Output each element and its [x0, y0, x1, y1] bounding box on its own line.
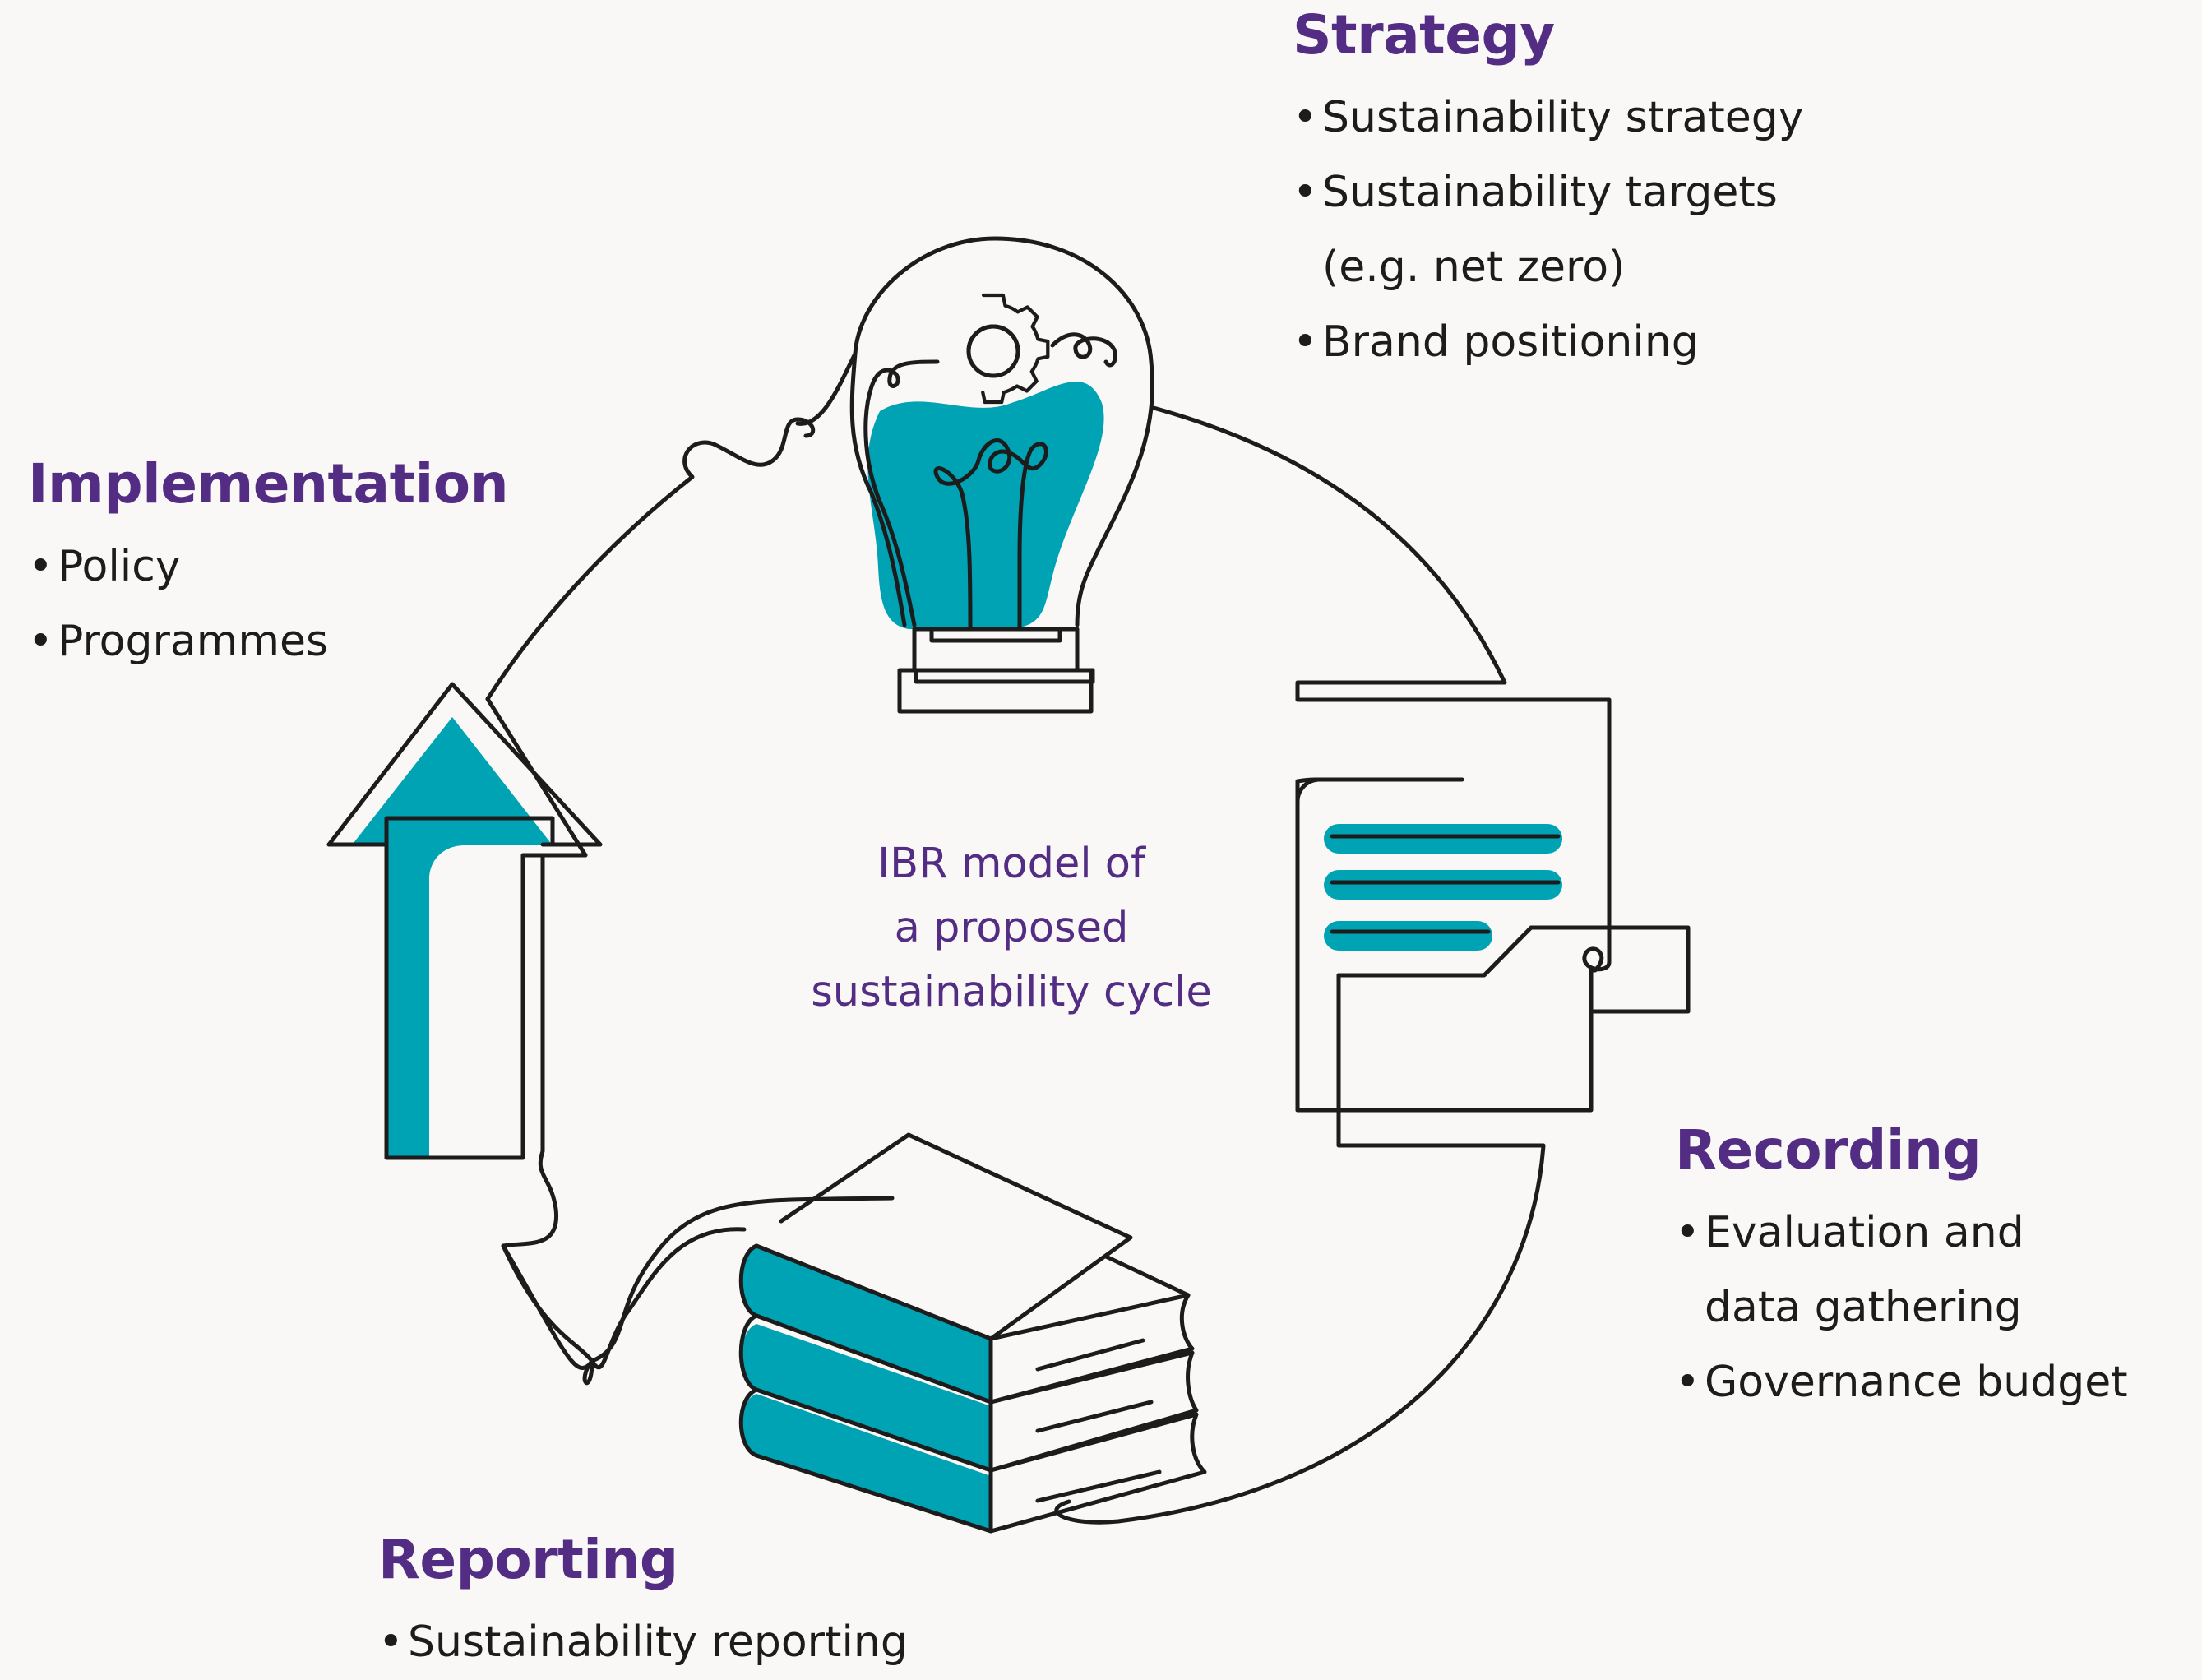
lightbulb-gear-icon	[849, 236, 1155, 714]
strategy-item: Brand positioning	[1293, 305, 1804, 380]
bulb-filament	[933, 438, 1048, 632]
gear-icon	[966, 293, 1050, 405]
caption-line: sustainability cycle	[811, 968, 1212, 1016]
strategy-section: Strategy Sustainability strategy Sustain…	[1293, 3, 1804, 381]
reporting-section: Reporting Sustainability reporting	[378, 1533, 908, 1680]
caption-line: IBR model of	[877, 840, 1145, 888]
bulb-liquid	[867, 382, 1104, 629]
book-spine-3	[741, 1394, 991, 1531]
strategy-item: Sustainability targets	[1293, 155, 1804, 230]
recording-item: Governance budget	[1675, 1345, 2128, 1420]
implementation-title: Implementation	[28, 452, 509, 516]
bulb-wire	[869, 332, 1117, 389]
strategy-item-continuation: (e.g. net zero)	[1322, 243, 1626, 292]
loose-sheet	[779, 1132, 1133, 1341]
strategy-item: Sustainability strategy	[1293, 81, 1804, 155]
center-caption: IBR model of a proposed sustainability c…	[740, 832, 1283, 1025]
arrow-fill	[354, 717, 553, 1158]
document-folder-icon	[1295, 777, 1691, 1113]
doc-line-3	[1324, 921, 1492, 951]
recording-item: Evaluation and	[1675, 1196, 2128, 1270]
bulb-base-bottom-inner	[914, 668, 1095, 684]
arc-reporting-tail	[501, 1243, 594, 1370]
bulb-outline	[849, 236, 1155, 627]
doc-line-2	[1324, 870, 1562, 900]
bulb-base-top-inner	[929, 627, 1062, 643]
reporting-item: Sustainability reporting	[378, 1605, 908, 1680]
folder-outline	[1336, 925, 1691, 1014]
arc-bulb-left-tail	[795, 351, 858, 426]
recording-title: Recording	[1675, 1118, 1982, 1182]
arc-reporting-to-implementation-2	[501, 853, 747, 1370]
implementation-list: Policy Programmes	[28, 530, 508, 679]
implementation-item: Programmes	[28, 604, 508, 679]
bulb-base-top	[912, 627, 1080, 673]
arrow-outline	[326, 682, 603, 858]
strategy-title: Strategy	[1293, 3, 1555, 67]
implementation-item: Policy	[28, 530, 508, 604]
bulb-inner-outline	[863, 384, 917, 627]
doc-outline	[1295, 777, 1464, 1113]
up-arrow-icon	[326, 682, 603, 1160]
reporting-list: Sustainability reporting	[378, 1605, 908, 1680]
arc-reporting-to-implementation	[582, 1196, 895, 1386]
bulb-base-bottom	[897, 668, 1094, 714]
strategy-list: Sustainability strategy Sustainability t…	[1293, 81, 1804, 380]
stacked-books-icon	[738, 1132, 1207, 1534]
caption-line: a proposed	[894, 904, 1129, 952]
book-spine-2	[741, 1324, 991, 1470]
recording-item-continuation: data gathering	[1705, 1283, 2022, 1332]
recording-section: Recording Evaluation and data gathering …	[1675, 1118, 2128, 1421]
reporting-title: Reporting	[378, 1528, 678, 1591]
book-spine-1	[741, 1246, 991, 1402]
arc-implementation-to-strategy	[485, 417, 816, 701]
implementation-section: Implementation Policy Programmes	[28, 452, 509, 680]
recording-list: Evaluation and data gathering Governance…	[1675, 1196, 2128, 1420]
arc-recording-to-reporting	[1054, 973, 1546, 1525]
doc-line-1	[1324, 824, 1562, 854]
